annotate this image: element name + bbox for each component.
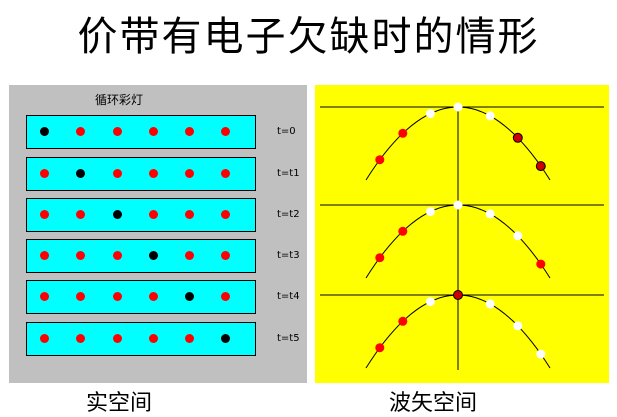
empty-state-dot [425,109,435,119]
wave-space-caption: 波矢空间 [389,391,478,416]
empty-state-dot [485,209,495,219]
empty-state-dot [425,297,435,307]
light-row [26,322,256,356]
electron-dot [185,127,194,136]
real-space-panel: 循环彩灯 t=0 t=t1 t=t2 t=t3 t=t4 t=t5 [9,85,307,383]
electron-dot [221,169,230,178]
electron-dot [149,127,158,136]
electron-dot [113,251,122,260]
empty-state-dot [513,231,523,241]
electron-dot [40,334,49,343]
light-row [26,157,256,191]
empty-state-dot [536,349,546,359]
electron-dot [113,334,122,343]
hole-dot [40,127,49,136]
electron-dot [149,334,158,343]
electron-state-dot [512,132,523,143]
time-label: t=t2 [277,209,300,220]
hole-dot [149,251,158,260]
time-label: t=t4 [277,291,300,302]
electron-dot [185,334,194,343]
empty-state-dot [485,299,495,309]
electron-dot [40,251,49,260]
electron-dot [40,292,49,301]
electron-dot [149,292,158,301]
electron-dot [76,334,85,343]
empty-state-dot [485,111,495,121]
empty-state-dot [453,102,463,112]
light-row [26,280,256,314]
electron-dot [149,169,158,178]
real-space-panel-title: 循环彩灯 [94,93,143,107]
electron-dot [76,210,85,219]
hole-dot [185,292,194,301]
light-row [26,239,256,273]
electron-state-dot [398,128,408,138]
electron-dot [221,127,230,136]
electron-dot [221,210,230,219]
electron-dot [221,251,230,260]
electron-dot [40,169,49,178]
light-row [26,115,256,149]
empty-state-dot [453,200,463,210]
electron-state-dot [535,161,546,172]
wave-space-panel [315,85,609,383]
hole-dot [76,169,85,178]
empty-state-dot [425,207,435,217]
time-label: t=t3 [277,250,300,261]
time-label: t=0 [277,126,296,137]
electron-dot [185,169,194,178]
light-row [26,198,256,232]
electron-state-dot [375,253,385,263]
time-label: t=t1 [277,168,300,179]
hole-dot [113,210,122,219]
electron-dot [149,210,158,219]
time-label: t=t5 [277,333,300,344]
electron-dot [185,251,194,260]
electron-state-dot [536,259,546,269]
electron-dot [113,292,122,301]
empty-state-dot [513,321,523,331]
electron-state-dot [375,343,385,353]
real-space-caption: 实空间 [86,391,153,416]
electron-dot [221,292,230,301]
electron-state-dot [398,226,408,236]
electron-state-dot [398,316,408,326]
electron-dot [113,127,122,136]
electron-dot [76,292,85,301]
electron-dot [113,169,122,178]
electron-dot [40,210,49,219]
electron-dot [76,251,85,260]
electron-dot [76,127,85,136]
electron-state-dot [375,155,385,165]
hole-dot [221,334,230,343]
electron-state-dot [453,290,463,300]
electron-dot [185,210,194,219]
band-diagrams [320,102,604,370]
slide-title: 价带有电子欠缺时的情形 [77,14,540,60]
